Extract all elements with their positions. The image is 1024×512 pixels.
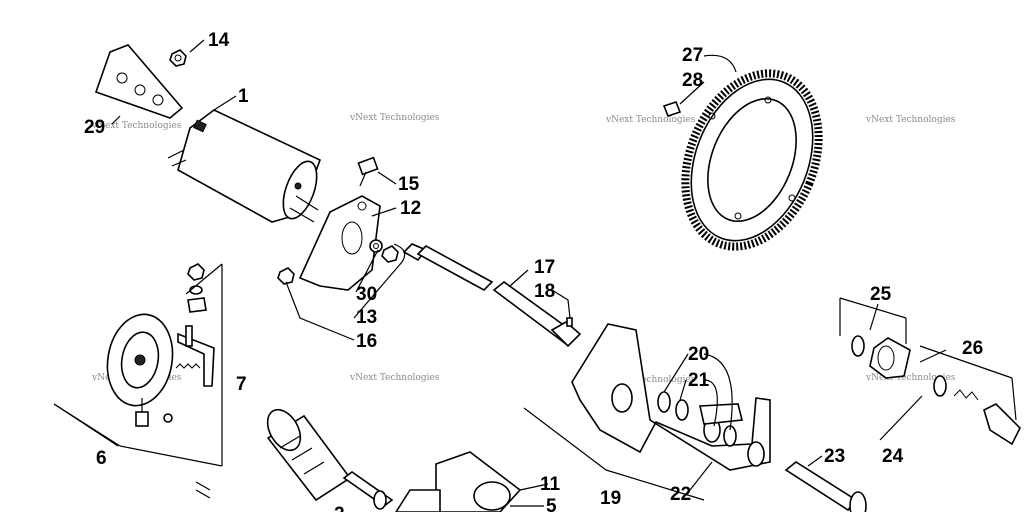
spring-26 [933,375,1021,446]
mounting-bracket-29 [94,44,184,119]
watermark-text: vNext Technologies [605,115,696,125]
hardware-stack [187,263,207,313]
armature [266,408,394,507]
callout-21: 21 [688,370,710,391]
callout-26: 26 [962,338,983,359]
drive-shaft-17 [402,243,582,348]
nut-14 [169,49,187,67]
callout-20: 20 [688,344,709,365]
callout-17: 17 [534,257,555,278]
cover-5 [395,489,441,512]
callout-22: 22 [670,484,691,505]
motor-housing-11 [435,451,522,512]
lever-22 [699,403,743,425]
screw-small [163,413,173,423]
watermark-text: vNext Technologies [605,375,696,385]
nut-16 [277,267,295,285]
callout-1: 1 [238,86,249,107]
callout-15: 15 [398,174,420,195]
callout-7: 7 [236,374,247,395]
nut-30 [381,245,399,263]
callout-5: 5 [546,496,557,512]
callout-24: 24 [882,446,904,467]
pinion-gear-25 [851,335,911,379]
brush-spring-7 [175,325,215,387]
bolt-15 [357,156,379,187]
brush-holder-6 [106,313,174,427]
watermark-text: vNext Technologies [349,373,440,383]
watermark-text: vNext Technologies [865,115,956,125]
watermark-text: vNext Technologies [865,373,956,383]
ring-gear-27 [681,69,823,251]
callout-18: 18 [534,281,555,302]
washer-2 [373,490,387,510]
callout-29: 29 [84,117,105,138]
starter-motor-1 [167,109,322,223]
callout-27: 27 [682,45,703,66]
callout-labels: 14 1 29 15 12 30 13 16 17 18 27 28 25 26… [84,30,983,512]
callout-28: 28 [682,70,703,91]
bracket-12 [298,195,381,291]
washer-13 [369,239,383,253]
callout-13: 13 [356,307,377,328]
callout-11: 11 [540,474,561,495]
group-bracket-lines [53,263,1017,501]
callout-30: 30 [356,284,377,305]
callout-23: 23 [824,446,845,467]
callout-16: 16 [356,331,377,352]
screw-28 [662,101,682,117]
watermark-text: vNext Technologies [349,113,440,123]
bearing-20-21 [657,391,765,467]
leader-lines [111,39,947,507]
set-screw-18 [566,317,573,327]
watermark-text: vNext Technologies [91,121,182,131]
drive-housing-19 [571,323,771,471]
callout-2: 2 [334,504,345,512]
callout-14: 14 [208,30,230,51]
pinion-shaft-23 [784,461,867,512]
callout-25: 25 [870,284,892,305]
callout-19: 19 [600,488,621,509]
callout-6: 6 [96,448,107,469]
callout-12: 12 [400,198,421,219]
